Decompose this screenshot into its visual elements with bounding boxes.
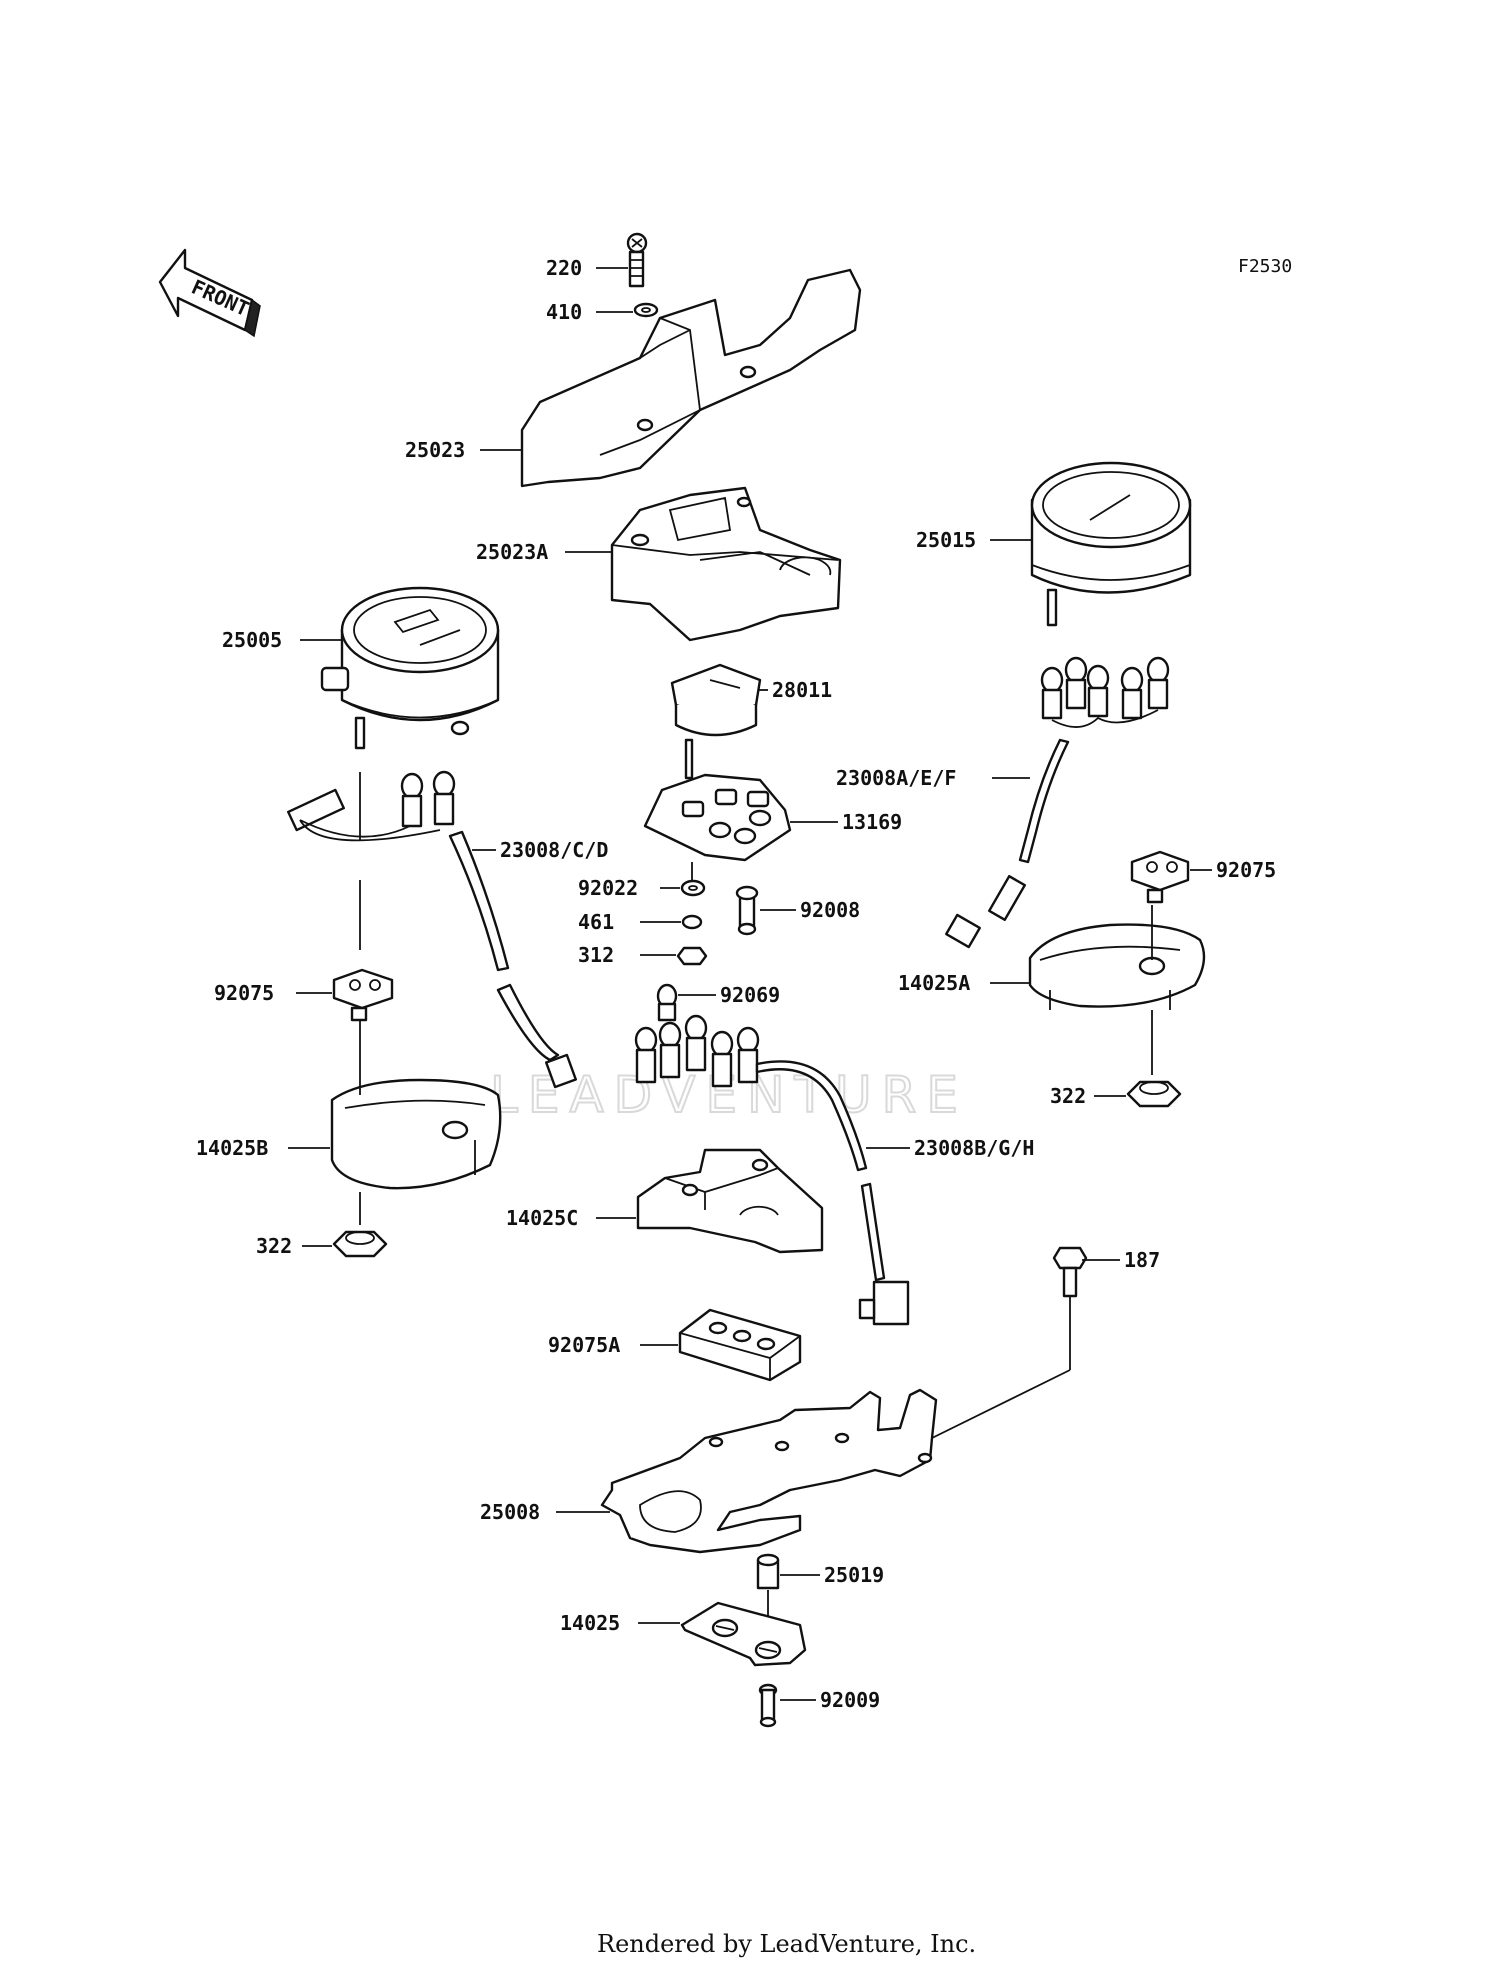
screw-92008 bbox=[735, 885, 759, 936]
bulb-harness-23008BGH bbox=[634, 1014, 910, 1326]
label-312: 312 bbox=[578, 943, 614, 967]
meter-cup-14025B bbox=[330, 1078, 502, 1190]
label-23008CD: 23008/C/D bbox=[500, 838, 608, 862]
label-410: 410 bbox=[546, 300, 582, 324]
bracket-25008 bbox=[600, 1388, 938, 1554]
screw-92009 bbox=[758, 1683, 778, 1728]
bulb-harness-23008CD bbox=[287, 770, 577, 1089]
label-92075-left: 92075 bbox=[214, 981, 274, 1005]
label-25008: 25008 bbox=[480, 1500, 540, 1524]
label-25019: 25019 bbox=[824, 1563, 884, 1587]
bolt-187 bbox=[1052, 1246, 1088, 1298]
bulb-92069 bbox=[656, 983, 678, 1022]
label-25023A: 25023A bbox=[476, 540, 548, 564]
pad-92075A bbox=[678, 1308, 802, 1382]
label-461: 461 bbox=[578, 910, 614, 934]
label-92022: 92022 bbox=[578, 876, 638, 900]
meter-housing-25023A bbox=[610, 486, 842, 642]
socket-plate-13169 bbox=[643, 773, 792, 862]
label-25015: 25015 bbox=[916, 528, 976, 552]
washer-410 bbox=[633, 302, 659, 318]
label-92075-right: 92075 bbox=[1216, 858, 1276, 882]
label-25005: 25005 bbox=[222, 628, 282, 652]
label-13169: 13169 bbox=[842, 810, 902, 834]
diagram-code: F2530 bbox=[1238, 256, 1292, 277]
label-14025C: 14025C bbox=[506, 1206, 578, 1230]
bushing-25019 bbox=[756, 1553, 780, 1590]
label-220: 220 bbox=[546, 256, 582, 280]
plate-14025 bbox=[680, 1601, 807, 1667]
label-25023: 25023 bbox=[405, 438, 465, 462]
label-92009: 92009 bbox=[820, 1688, 880, 1712]
washer-92022 bbox=[680, 879, 706, 897]
label-28011: 28011 bbox=[772, 678, 832, 702]
meter-cover-25023 bbox=[520, 268, 862, 488]
bracket-14025C bbox=[636, 1148, 824, 1254]
speedometer-25005 bbox=[320, 586, 500, 750]
meter-cup-14025A bbox=[1028, 923, 1206, 1010]
nut-322-right bbox=[1126, 1080, 1182, 1108]
grommet-92075-right bbox=[1130, 850, 1190, 904]
label-322-right: 322 bbox=[1050, 1084, 1086, 1108]
label-92075A: 92075A bbox=[548, 1333, 620, 1357]
grommet-92075-left bbox=[332, 968, 394, 1022]
label-92008: 92008 bbox=[800, 898, 860, 922]
footer-credit: Rendered by LeadVenture, Inc. bbox=[597, 1930, 976, 1958]
front-arrow-icon: FRONT bbox=[158, 248, 261, 338]
bulb-harness-23008AEF bbox=[945, 656, 1170, 949]
label-14025: 14025 bbox=[560, 1611, 620, 1635]
washer-461 bbox=[681, 914, 703, 930]
label-23008BGH: 23008B/G/H bbox=[914, 1136, 1034, 1160]
label-14025B: 14025B bbox=[196, 1136, 268, 1160]
label-23008AEF: 23008A/E/F bbox=[836, 766, 956, 790]
nut-312 bbox=[676, 946, 708, 966]
label-322-left: 322 bbox=[256, 1234, 292, 1258]
label-187: 187 bbox=[1124, 1248, 1160, 1272]
tachometer-25015 bbox=[1030, 461, 1192, 627]
label-14025A: 14025A bbox=[898, 971, 970, 995]
label-92069: 92069 bbox=[720, 983, 780, 1007]
indicator-28011 bbox=[670, 663, 762, 780]
nut-322-left bbox=[332, 1230, 388, 1258]
screw-220 bbox=[626, 232, 648, 288]
